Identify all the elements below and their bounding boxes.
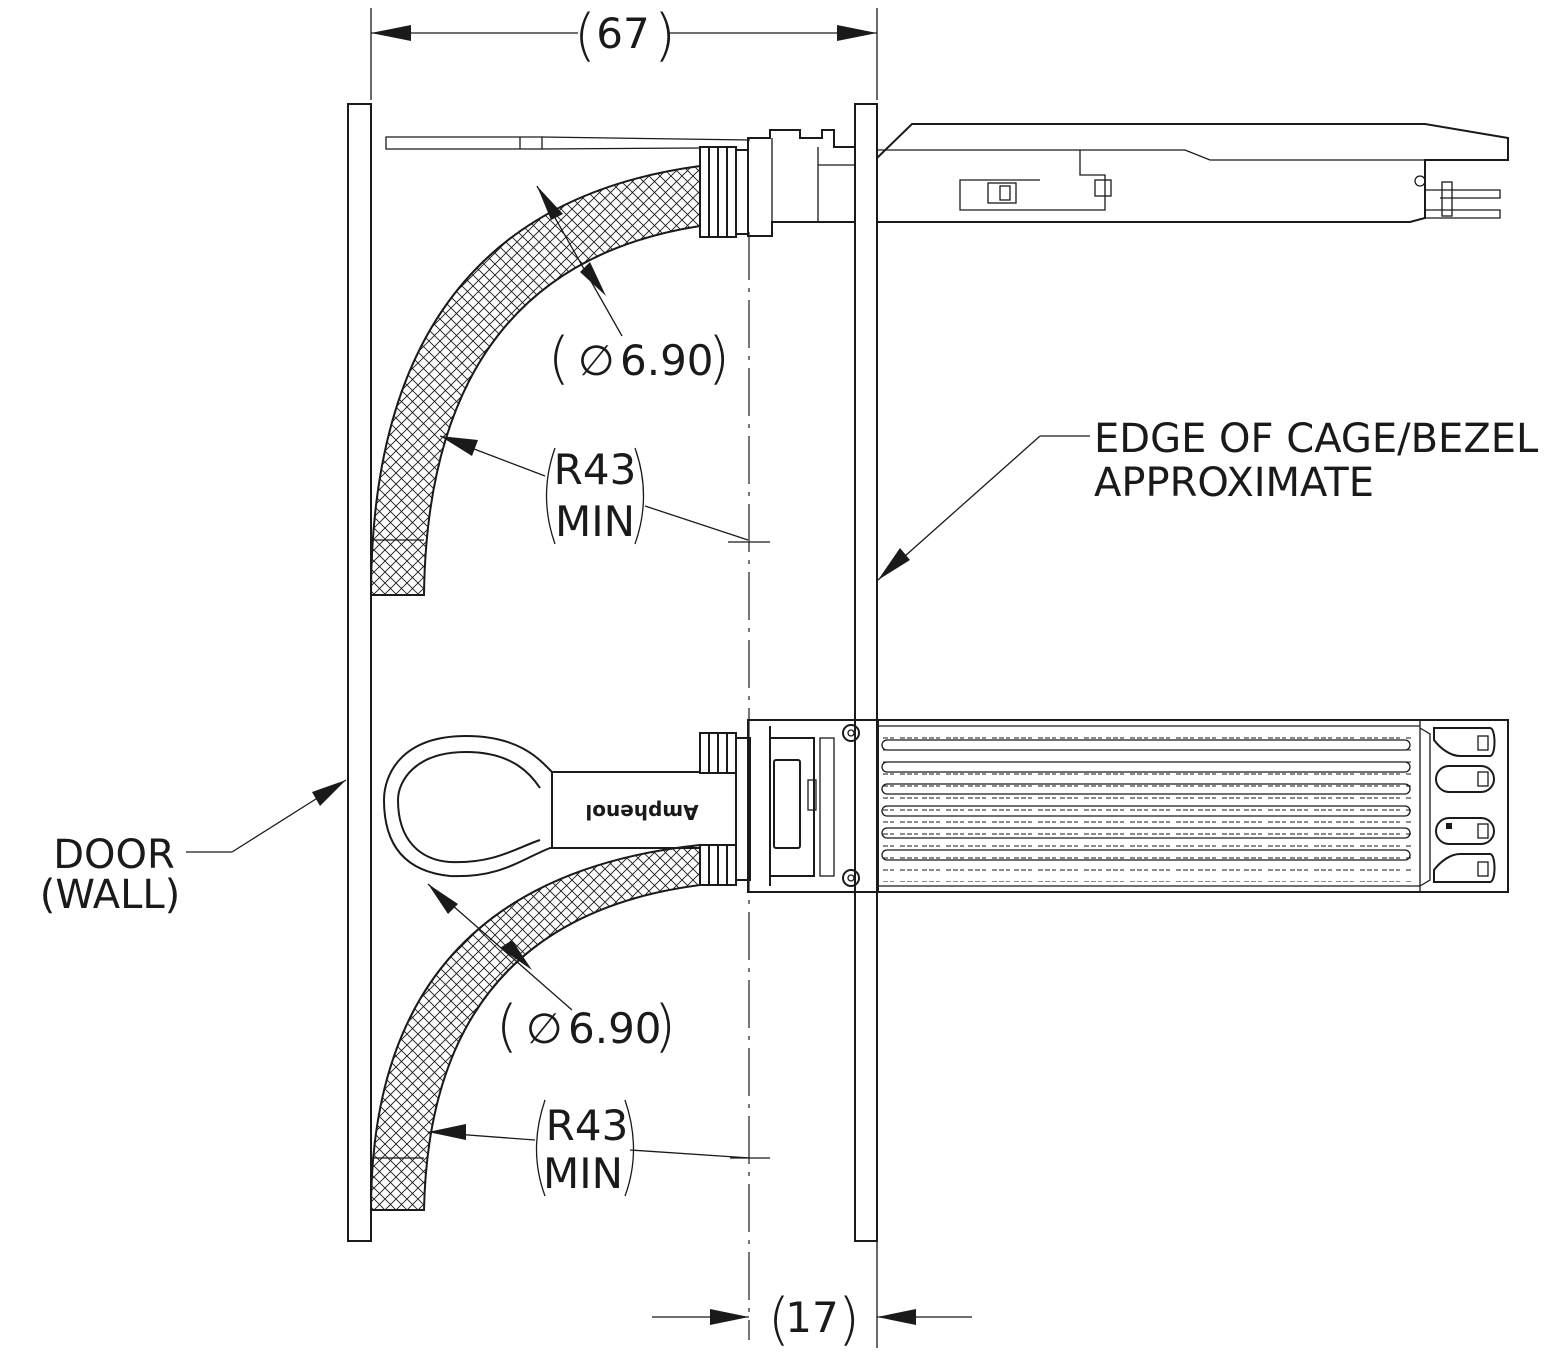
top-cable: [369, 164, 701, 596]
radius-value-bottom: R43: [546, 1101, 629, 1150]
radius-value-top: R43: [554, 445, 637, 494]
amphenol-logo-text: Amphenol: [585, 800, 698, 824]
svg-text:): ): [654, 994, 676, 1059]
diameter-symbol-bottom: ∅: [526, 1004, 563, 1053]
dimension-overall-width: ( 67 ): [370, 3, 878, 100]
note-door-wall: DOOR (WALL): [40, 779, 347, 918]
svg-text:): ): [708, 326, 730, 391]
diameter-value-bottom: 6.90: [568, 1004, 662, 1053]
overall-width-value: 67: [596, 9, 649, 58]
cage-bezel-panel: [854, 103, 878, 1242]
diameter-value-top: 6.90: [620, 336, 714, 385]
bottom-connector-top-view: Amphenol: [382, 719, 1509, 893]
svg-text:(: (: [574, 3, 596, 68]
door-label-line2: (WALL): [40, 872, 181, 918]
svg-text:(: (: [768, 1287, 790, 1352]
diameter-symbol-top: ∅: [578, 336, 615, 385]
svg-text:): ): [654, 3, 676, 68]
svg-text:): ): [838, 1287, 860, 1352]
callout-radius-bottom: R43 MIN: [427, 1099, 770, 1198]
radius-qualifier-bottom: MIN: [543, 1149, 623, 1198]
radius-qualifier-top: MIN: [555, 497, 635, 546]
note-edge-of-cage: EDGE OF CAGE/BEZEL APPROXIMATE: [877, 416, 1539, 581]
callout-diameter-bottom: ( ∅ 6.90 ): [427, 883, 676, 1059]
bottom-cable: [369, 843, 701, 1211]
edge-label-line1: EDGE OF CAGE/BEZEL: [1094, 416, 1539, 462]
door-label-line1: DOOR: [53, 832, 175, 878]
gap-value: 17: [785, 1293, 838, 1342]
callout-diameter-top: ( ∅ 6.90 ): [536, 185, 730, 391]
svg-text:(: (: [548, 326, 570, 391]
callout-radius-top: R43 MIN: [439, 435, 770, 546]
door-wall-panel: [347, 103, 372, 1242]
dimension-gap: ( 17 ): [652, 1240, 972, 1352]
top-connector-side-view: [385, 123, 1509, 238]
edge-label-line2: APPROXIMATE: [1094, 460, 1374, 506]
svg-text:(: (: [496, 994, 518, 1059]
